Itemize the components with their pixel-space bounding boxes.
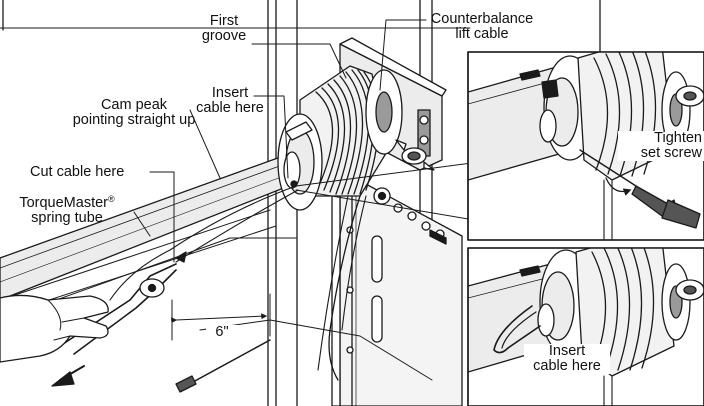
label-cam-peak-line2: pointing straight up xyxy=(72,112,196,128)
label-six-inch-text: 6" xyxy=(215,324,229,340)
door-frame xyxy=(0,0,601,406)
cable-end xyxy=(175,339,271,393)
label-tighten-set-screw: Tighten set screw xyxy=(618,131,704,161)
label-insert-cable-inset-line2: cable here xyxy=(533,358,601,374)
wing-nut xyxy=(395,139,435,171)
label-counterbalance-lift-cable: Counterbalance lift cable xyxy=(418,12,546,42)
label-first-groove-line1: First xyxy=(209,13,239,29)
label-cut-cable: Cut cable here xyxy=(30,165,124,180)
hand xyxy=(0,294,109,363)
label-cam-peak-line1: Cam peak xyxy=(100,97,168,113)
inset-insert-cable xyxy=(467,247,704,406)
label-tighten-line2: set screw xyxy=(640,145,702,161)
label-torquemaster-line2: spring tube xyxy=(31,210,103,226)
label-first-groove: First groove xyxy=(188,14,260,44)
label-insert-cable-main: Insert cable here xyxy=(188,86,272,116)
registered-mark: ® xyxy=(108,194,115,204)
pull-arrow xyxy=(51,365,85,387)
label-torquemaster-spring-tube: TorqueMaster® spring tube xyxy=(2,192,132,226)
dimension-6in xyxy=(171,293,271,341)
label-torquemaster-name: TorqueMaster xyxy=(19,195,108,211)
label-counterbalance-line2: lift cable xyxy=(455,26,509,42)
label-tighten-line1: Tighten xyxy=(654,130,702,146)
vertical-bracket xyxy=(331,169,463,406)
lift-cable xyxy=(109,185,433,381)
label-insert-cable-inset: Insert cable here xyxy=(524,344,610,374)
label-cut-cable-text: Cut cable here xyxy=(30,164,125,180)
label-counterbalance-line1: Counterbalance xyxy=(430,11,534,27)
label-six-inch: 6" xyxy=(206,325,238,340)
label-insert-cable-inset-line1: Insert xyxy=(548,343,586,359)
cable-drum xyxy=(277,65,403,211)
label-first-groove-line2: groove xyxy=(201,28,247,44)
label-insert-cable-main-line1: Insert xyxy=(211,85,249,101)
label-cam-peak: Cam peak pointing straight up xyxy=(64,98,204,128)
label-insert-cable-main-line2: cable here xyxy=(196,100,264,116)
label-torquemaster-line1: TorqueMaster® xyxy=(2,192,132,211)
